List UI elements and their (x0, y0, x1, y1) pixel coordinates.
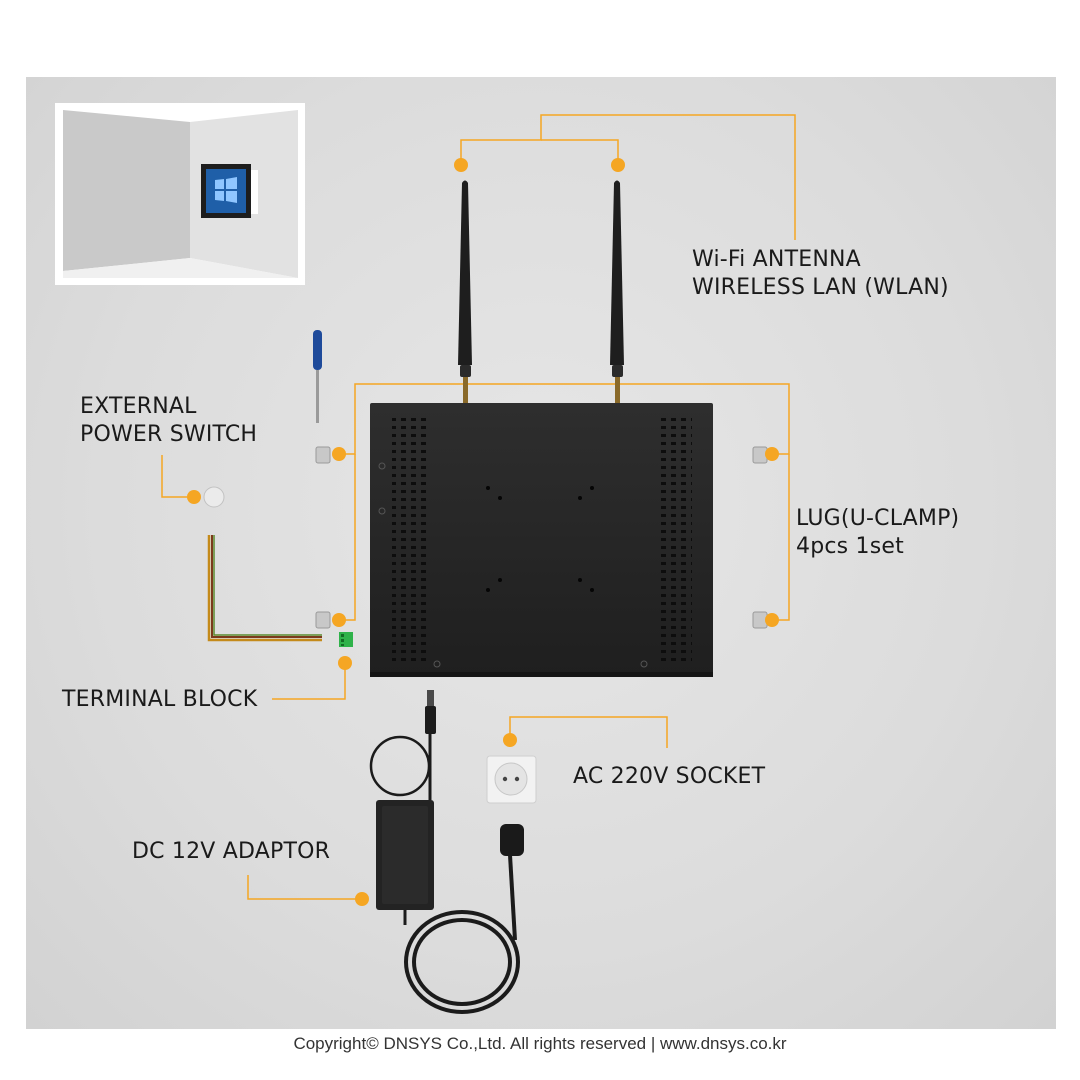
screwdriver-icon (313, 330, 322, 423)
label-ac-socket: AC 220V SOCKET (573, 763, 765, 791)
lug-clamps (315, 446, 768, 629)
callout-dots (187, 158, 779, 906)
label-power-line1: EXTERNAL (80, 394, 197, 419)
leader-lines (161, 114, 796, 900)
wifi-antenna-right (610, 180, 624, 405)
dc-adaptor-icon (369, 690, 524, 1014)
copyright-footer: Copyright© DNSYS Co.,Ltd. All rights res… (293, 1034, 787, 1053)
wifi-antenna-left (458, 180, 472, 405)
label-dc-adaptor: DC 12V ADAPTOR (132, 838, 330, 866)
install-preview-inset (55, 103, 305, 285)
label-power-line2: POWER SWITCH (80, 422, 258, 447)
label-socket-text: AC 220V SOCKET (573, 764, 766, 789)
label-lug-line1: LUG(U-CLAMP) (796, 506, 960, 531)
label-terminal-block: TERMINAL BLOCK (62, 686, 257, 714)
label-lug-line2: 4pcs 1set (796, 534, 904, 559)
power-switch-icon (203, 486, 322, 642)
label-external-power-switch: EXTERNAL POWER SWITCH (80, 393, 257, 449)
ac-socket-icon (486, 755, 537, 804)
terminal-block-icon (339, 632, 353, 647)
label-wifi-line1: Wi-Fi ANTENNA (692, 247, 861, 272)
label-adaptor-text: DC 12V ADAPTOR (132, 839, 331, 864)
label-terminal-text: TERMINAL BLOCK (62, 687, 258, 712)
device-body (370, 403, 713, 677)
label-lug-clamp: LUG(U-CLAMP) 4pcs 1set (796, 505, 959, 561)
label-wifi-antenna: Wi-Fi ANTENNA WIRELESS LAN (WLAN) (692, 246, 949, 302)
label-wifi-line2: WIRELESS LAN (WLAN) (692, 275, 949, 300)
